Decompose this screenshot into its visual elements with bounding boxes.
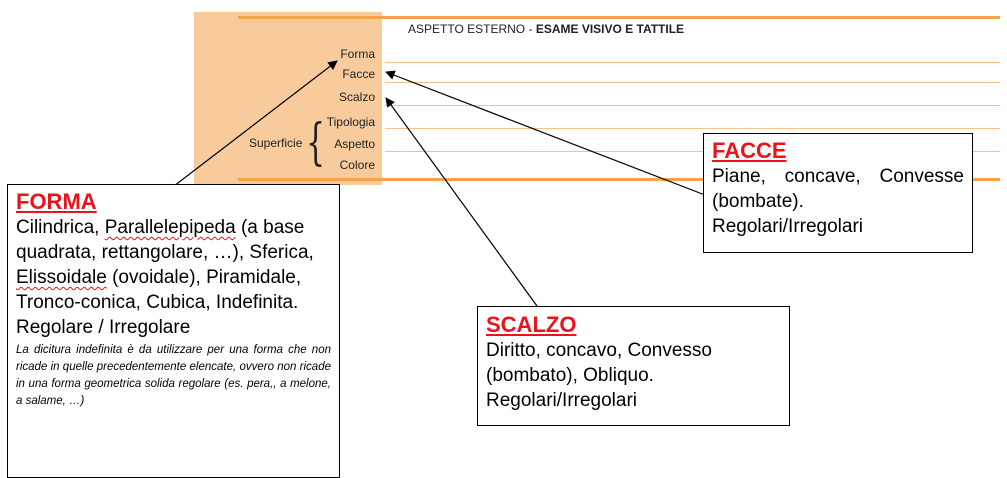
- section-title-bold: ESAME VISIVO E TATTILE: [535, 22, 685, 36]
- group-label-superficie: Superficie: [249, 136, 303, 150]
- forma-body-part-2: Parallelepipeda: [104, 217, 236, 238]
- callout-facce: FACCE Piane, concave, Convesse (bombate)…: [703, 133, 973, 253]
- field-label-tipologia: Tipologia: [326, 115, 375, 129]
- field-label-colore: Colore: [339, 158, 375, 172]
- forma-body-part-3: (a base quadrata, rettangolare, …), Sfer…: [16, 217, 314, 263]
- section-title-prefix: ASPETTO ESTERNO -: [408, 22, 536, 36]
- field-line-tipologia: [385, 128, 1000, 129]
- callout-forma-body: Cilindrica, Parallelepipeda (a base quad…: [16, 215, 331, 340]
- callout-facce-line1: Piane, concave, Convesse (bombate).: [712, 166, 964, 212]
- callout-scalzo: SCALZO Diritto, concavo, Convesso (bomba…: [477, 306, 790, 426]
- field-label-facce: Facce: [342, 67, 375, 81]
- callout-scalzo-line1: Diritto, concavo, Convesso (bombato), Ob…: [486, 340, 712, 386]
- forma-body-part-1: Cilindrica,: [16, 217, 105, 238]
- group-brace: {: [306, 113, 326, 171]
- forma-body-part-4: Elissoidale: [16, 267, 107, 288]
- section-title: ASPETTO ESTERNO - ESAME VISIVO E TATTILE: [408, 22, 684, 36]
- field-label-forma: Forma: [340, 47, 375, 61]
- callout-forma-title: FORMA: [16, 189, 97, 214]
- top-border-line: [238, 16, 1000, 19]
- callout-forma-note: La dicitura indefinita è da utilizzare p…: [16, 344, 331, 407]
- forma-body-part-5: (ovoidale), Piramidale, Tronco-conica, C…: [16, 267, 302, 338]
- field-label-scalzo: Scalzo: [338, 90, 375, 104]
- callout-facce-line2: Regolari/Irregolari: [712, 216, 864, 237]
- field-line-facce: [385, 82, 1000, 83]
- field-label-aspetto: Aspetto: [334, 137, 375, 151]
- field-line-forma: [385, 62, 1000, 63]
- callout-scalzo-line2: Regolari/Irregolari: [486, 390, 638, 411]
- callout-forma: FORMA Cilindrica, Parallelepipeda (a bas…: [7, 184, 340, 478]
- field-line-scalzo: [385, 105, 1000, 106]
- callout-scalzo-title: SCALZO: [486, 312, 577, 337]
- callout-facce-title: FACCE: [712, 138, 787, 163]
